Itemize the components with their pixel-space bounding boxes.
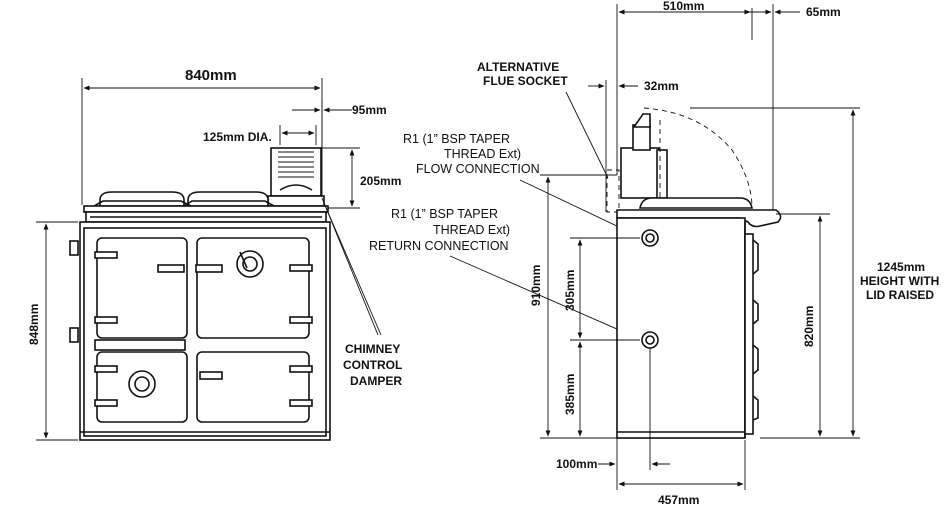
alt-offset-label: 32mm — [644, 79, 679, 93]
height-848-label: 848mm — [27, 304, 41, 345]
alt-flue-label-line1: ALTERNATIVE — [477, 60, 559, 74]
return-label-line1: R1 (1” BSP TAPER — [391, 207, 498, 221]
alt-flue-label-line2: FLUE SOCKET — [483, 74, 568, 88]
flow-label-line3: FLOW CONNECTION — [416, 162, 540, 176]
flue-offset-label: 95mm — [352, 103, 387, 117]
return-label-line2: THREAD Ext) — [433, 223, 510, 237]
lid-raised-label-line2: HEIGHT WITH — [860, 274, 939, 288]
side-elevation: 510mm 65mm ALTERNATIVE FLUE SOCKET 32mm … — [369, 0, 939, 507]
width-840-label: 840mm — [185, 67, 237, 84]
lid-offset-label: 65mm — [806, 5, 841, 19]
damper-label-line3: DAMPER — [350, 374, 402, 388]
flow-label-line1: R1 (1” BSP TAPER — [403, 132, 510, 146]
height-820-label: 820mm — [802, 306, 816, 347]
side-100-label: 100mm — [556, 457, 597, 471]
return-label-line3: RETURN CONNECTION — [369, 239, 509, 253]
height-385-label: 385mm — [563, 374, 577, 415]
height-910-label: 910mm — [529, 265, 543, 306]
damper-label-line2: CONTROL — [343, 358, 402, 372]
flue-diameter-label: 125mm DIA. — [203, 130, 272, 144]
front-elevation: 840mm 95mm 125mm DIA. 205mm — [27, 67, 402, 441]
damper-label-line1: CHIMNEY — [345, 342, 400, 356]
lid-raised-label-line3: LID RAISED — [866, 288, 934, 302]
depth-510-label: 510mm — [663, 0, 704, 13]
lid-raised-label-line1: 1245mm — [877, 260, 925, 274]
flow-label-line2: THREAD Ext) — [444, 147, 521, 161]
side-457-label: 457mm — [658, 493, 699, 507]
height-305-label: 305mm — [563, 270, 577, 311]
flue-height-label: 205mm — [360, 174, 401, 188]
